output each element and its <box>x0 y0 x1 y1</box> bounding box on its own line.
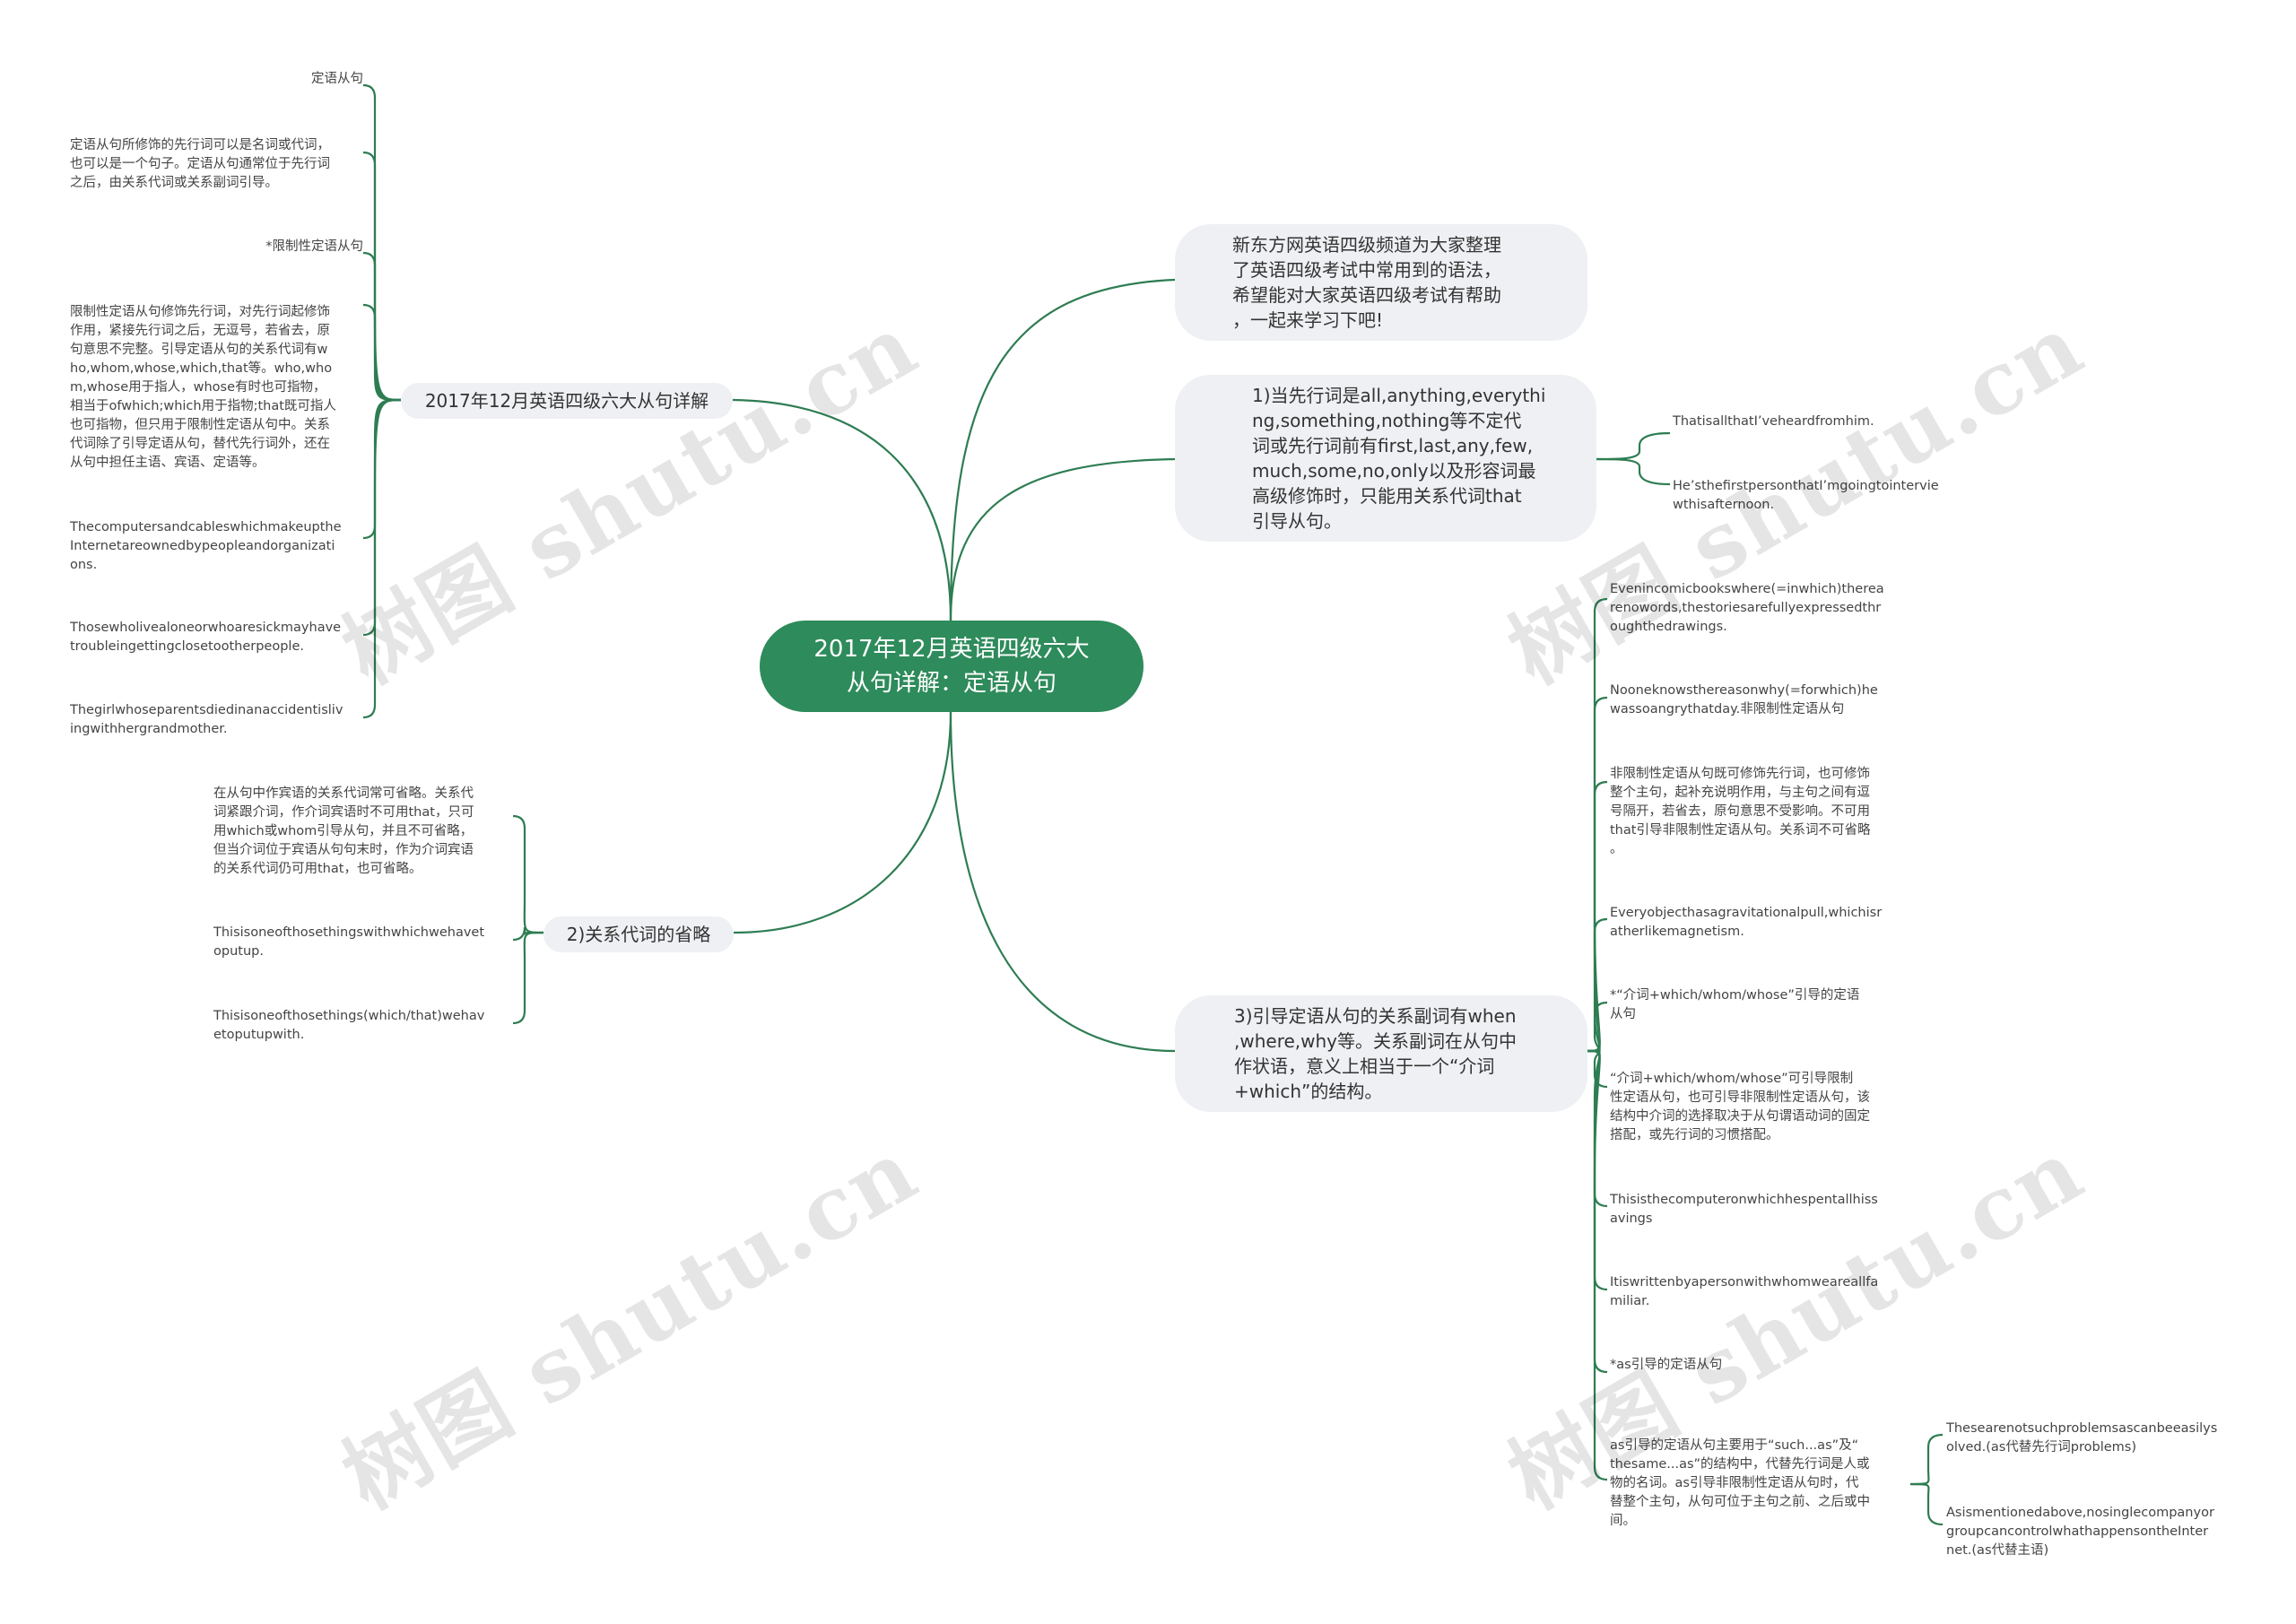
rule3-leaf: as引导的定语从句主要用于“such...as”及“ thesame...as”… <box>1610 1438 1870 1528</box>
link-root-rule1 <box>949 457 1176 621</box>
rule3-leaf: 非限制性定语从句既可修饰先行词，也可修饰 整个主句，起补充说明作用，与主句之间有… <box>1610 767 1871 856</box>
rule3-leaf: *“介词+which/whom/whose”引导的定语 从句 <box>1610 988 1860 1021</box>
as-link-0 <box>1909 1433 1944 1486</box>
rule3-link-0 <box>1587 597 1608 1053</box>
rule1-link-0 <box>1596 431 1671 461</box>
rule3-leaf: Evenincomicbookswhere(=inwhich)therea re… <box>1610 582 1884 634</box>
as-leaf: Asismentionedabove,nosinglecompanyor gro… <box>1946 1506 2214 1558</box>
link-root-intro <box>949 278 1176 621</box>
omission-link-2 <box>512 931 544 1025</box>
detail-link-1 <box>362 151 402 402</box>
branch-rule3[interactable]: 3)引导定语从句的关系副词有when ,where,why等。关系副词在从句中 … <box>1175 995 1587 1112</box>
detail-link-5 <box>362 398 402 637</box>
detail-leaf: *限制性定语从句 <box>265 239 363 254</box>
omission-leaf: Thisisoneofthosethingswithwhichwehavet o… <box>213 925 485 959</box>
detail-link-0 <box>362 83 402 402</box>
rule3-leaf: Thisisthecomputeronwhichhespentallhiss a… <box>1610 1193 1878 1226</box>
omission-leaf: Thisisoneofthosethings(which/that)wehav … <box>213 1009 485 1042</box>
rule3-leaf: “介词+which/whom/whose”可引导限制 性定语从句，也可引导非限制… <box>1610 1072 1870 1142</box>
omission-leaf: 在从句中作宾语的关系代词常可省略。关系代 词紧跟介词，作介词宾语时不可用that… <box>213 786 474 876</box>
rule3-leaf: Everyobjecthasagravitationalpull,whichis… <box>1610 906 1883 939</box>
link-root-detail <box>732 398 952 621</box>
detail-link-6 <box>362 398 402 719</box>
branch-omission[interactable]: 2)关系代词的省略 <box>544 916 734 952</box>
branch-intro[interactable]: 新东方网英语四级频道为大家整理 了英语四级考试中常用到的语法， 希望能对大家英语… <box>1175 224 1587 341</box>
detail-link-2 <box>362 251 402 402</box>
detail-link-4 <box>362 398 402 540</box>
rule3-leaf: *as引导的定语从句 <box>1610 1358 1723 1372</box>
rule1-link-1 <box>1596 457 1671 486</box>
detail-leaf: Thecomputersandcableswhichmakeupthe Inte… <box>70 520 342 572</box>
root-node[interactable]: 2017年12月英语四级六大 从句详解：定语从句 <box>760 621 1144 712</box>
rule1-leaf: He’sthefirstpersonthatI’mgoingtointervie… <box>1673 479 1939 512</box>
rule3-link-9 <box>1587 1049 1608 1481</box>
as-leaf: Thesearenotsuchproblemsascanbeeasilys ol… <box>1946 1421 2218 1455</box>
branch-detail[interactable]: 2017年12月英语四级六大从句详解 <box>401 383 733 419</box>
detail-leaf: 限制性定语从句修饰先行词，对先行词起修饰 作用，紧接先行词之后，无逗号，若省去，… <box>70 305 336 470</box>
branch-rule1[interactable]: 1)当先行词是all,anything,everythi ng,somethin… <box>1175 375 1596 542</box>
link-root-omission <box>733 711 952 934</box>
detail-leaf: Thosewholivealoneorwhoaresickmayhave tro… <box>70 621 342 654</box>
detail-leaf: 定语从句所修饰的先行词可以是名词或代词， 也可以是一个句子。定语从句通常位于先行… <box>70 138 330 190</box>
link-root-rule3 <box>949 711 1176 1053</box>
rule3-leaf: Nooneknowsthereasonwhy(=forwhich)he wass… <box>1610 683 1878 716</box>
detail-leaf: Thegirlwhoseparentsdiedinanaccidentisliv… <box>70 703 344 736</box>
omission-link-0 <box>512 814 544 934</box>
as-link-1 <box>1909 1482 1944 1526</box>
rule1-leaf: ThatisallthatI’veheardfromhim. <box>1673 414 1874 429</box>
rule3-leaf: Itiswrittenbyapersonwithwhomweareallfa m… <box>1610 1275 1879 1308</box>
detail-link-3 <box>362 303 402 402</box>
detail-leaf: 定语从句 <box>311 72 363 86</box>
